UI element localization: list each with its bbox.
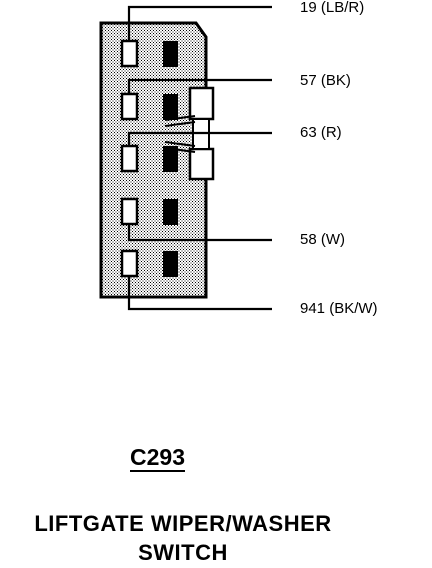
jumper-box-lower xyxy=(188,147,215,181)
blank-cavity-1 xyxy=(163,41,178,67)
blank-cavity-5 xyxy=(163,251,178,277)
blank-cavity-3 xyxy=(163,146,178,172)
wire-label-941: 941 (BK/W) xyxy=(300,300,378,317)
blank-cavity-4 xyxy=(163,199,178,225)
wire-label-19: 19 (LB/R) xyxy=(300,0,365,16)
wire-label-57: 57 (BK) xyxy=(300,72,351,89)
terminal-cavity-2 xyxy=(120,92,139,121)
wire-941 xyxy=(127,276,272,311)
blank-cavity-2 xyxy=(163,94,178,120)
terminal-cavity-4 xyxy=(120,197,139,226)
wire-label-58: 58 (W) xyxy=(300,231,345,248)
jumper-box-upper xyxy=(188,86,215,121)
terminal-cavity-3 xyxy=(120,144,139,173)
wire-58 xyxy=(127,224,272,242)
jumper-strap xyxy=(164,115,196,153)
wire-57 xyxy=(127,78,272,94)
terminal-cavity-5 xyxy=(120,249,139,278)
component-title-line1: LIFTGATE WIPER/WASHER xyxy=(34,511,332,536)
wire-19 xyxy=(127,5,272,41)
component-title-line2: SWITCH xyxy=(138,540,228,565)
wire-63 xyxy=(127,131,272,146)
connector-id: C293 xyxy=(130,444,185,470)
wire-label-63: 63 (R) xyxy=(300,124,342,141)
terminal-cavity-1 xyxy=(120,39,139,68)
